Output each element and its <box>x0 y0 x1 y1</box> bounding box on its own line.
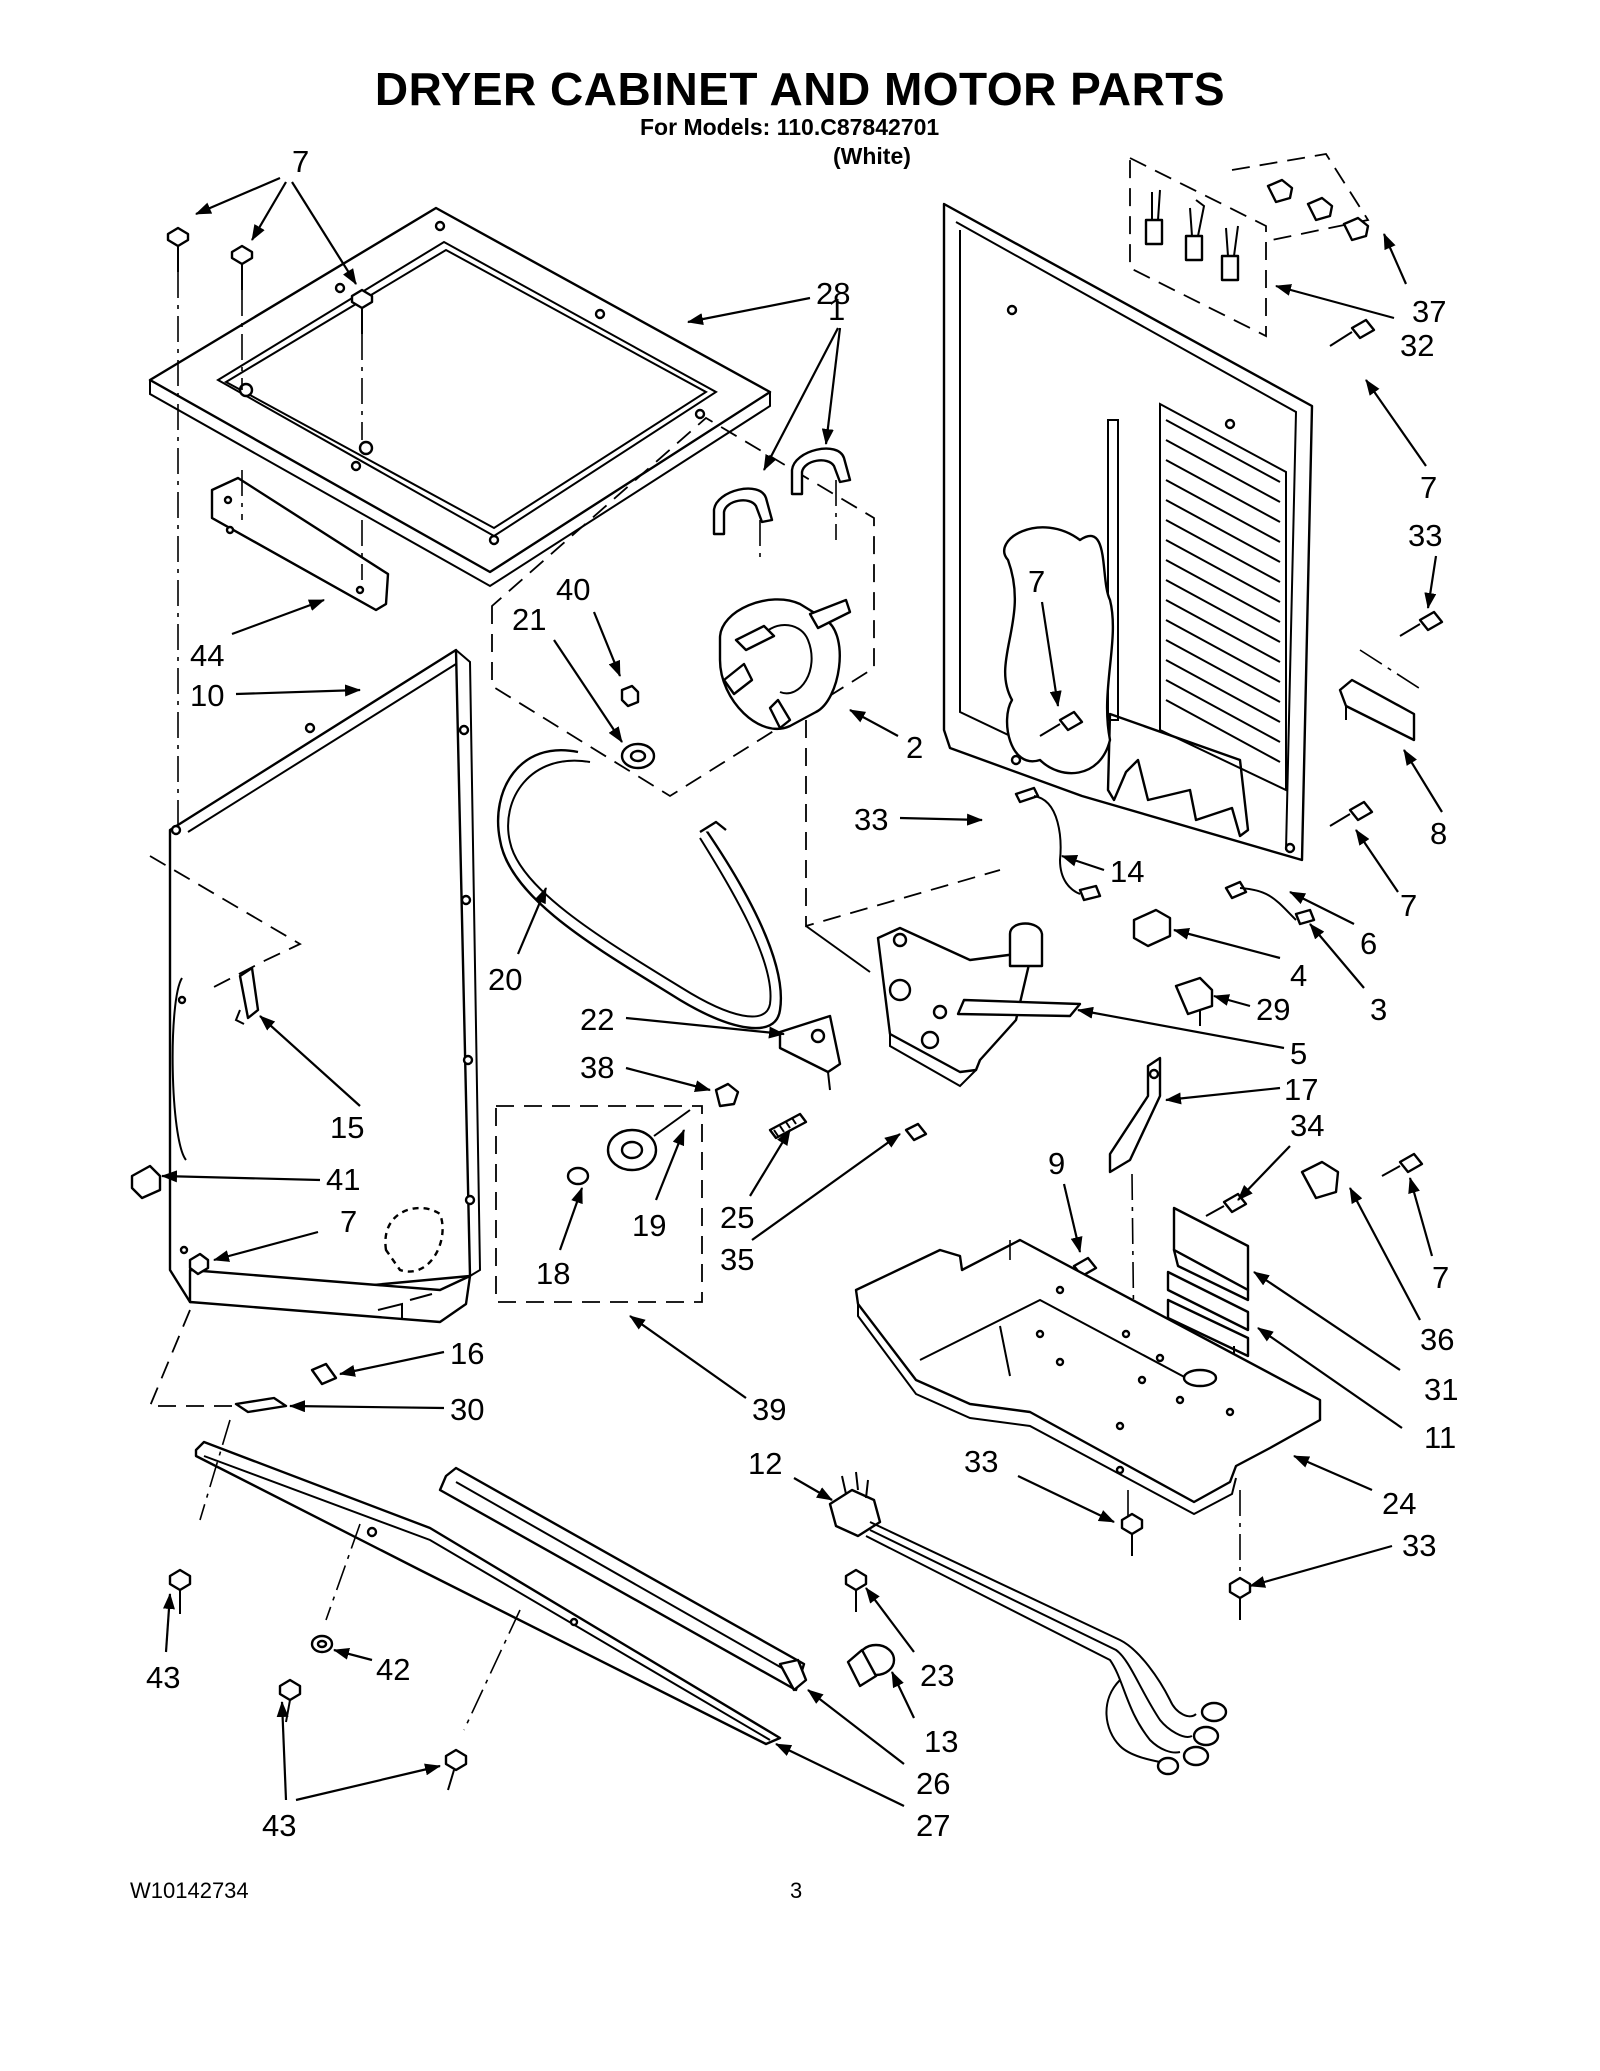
callout-13: 13 <box>924 1724 958 1759</box>
toe-panel <box>194 1440 782 1746</box>
callout-18: 18 <box>536 1256 570 1291</box>
top-panel <box>148 206 772 588</box>
base-bottom-screws <box>1120 1512 1252 1620</box>
bracket-17 <box>1108 1056 1162 1174</box>
callout-20: 20 <box>488 962 522 997</box>
callout-42: 42 <box>376 1652 410 1687</box>
callout-7-r1: 7 <box>1420 470 1437 505</box>
screw-7-top-group <box>166 226 374 334</box>
callout-17: 17 <box>1284 1072 1318 1107</box>
rear-bracket <box>210 476 390 612</box>
models-line: For Models: 110.C87842701 <box>640 114 940 140</box>
callout-23: 23 <box>920 1658 954 1693</box>
idler-screw <box>714 1082 928 1142</box>
callout-9: 9 <box>1048 1146 1065 1181</box>
callout-24: 24 <box>1382 1486 1416 1521</box>
page-title: DRYER CABINET AND MOTOR PARTS <box>374 63 1226 115</box>
motor-clamps <box>712 447 852 560</box>
power-cord <box>828 1471 1228 1776</box>
callout-29: 29 <box>1256 992 1290 1027</box>
callout-28: 28 <box>816 276 850 311</box>
callout-10: 10 <box>190 678 224 713</box>
callout-7: 7 <box>292 144 309 179</box>
strain-relief <box>844 1568 896 1688</box>
callout-11: 11 <box>1424 1420 1456 1455</box>
callout-43-b: 43 <box>262 1808 296 1843</box>
callout-34: 34 <box>1290 1108 1324 1143</box>
color-line: (White) <box>833 143 911 169</box>
callout-numbers: 7 28 1 37 32 7 33 40 21 7 44 10 2 8 33 1… <box>146 144 1458 1843</box>
callout-4: 4 <box>1290 958 1307 993</box>
wire-harnesses <box>1014 786 1316 926</box>
callout-39: 39 <box>752 1392 786 1427</box>
callout-21: 21 <box>512 602 546 637</box>
callout-43-a: 43 <box>146 1660 180 1695</box>
callout-35: 35 <box>720 1242 754 1277</box>
callout-27: 27 <box>916 1808 950 1843</box>
callout-15: 15 <box>330 1110 364 1145</box>
callout-22: 22 <box>580 1002 614 1037</box>
callout-30: 30 <box>450 1392 484 1427</box>
callout-41: 41 <box>326 1162 360 1197</box>
base-screws <box>168 1568 468 1791</box>
document-number: W10142734 <box>130 1878 249 1903</box>
terminal-block-assembly <box>1166 1160 1340 1410</box>
callout-31: 31 <box>1424 1372 1458 1407</box>
callout-37: 37 <box>1412 294 1446 329</box>
callout-26: 26 <box>916 1766 950 1801</box>
callout-40: 40 <box>556 572 590 607</box>
vent-bracket <box>1338 649 1423 742</box>
terminal-block-group <box>1129 153 1370 338</box>
callout-2: 2 <box>906 730 923 765</box>
idler-bearing-group <box>620 684 656 770</box>
callout-25: 25 <box>720 1200 754 1235</box>
drive-motor <box>718 598 852 730</box>
front-panel <box>168 648 482 1324</box>
dryer-base <box>854 1238 1322 1516</box>
callout-leaders <box>161 176 1443 1807</box>
bottom-clips <box>148 1309 338 1414</box>
callout-3: 3 <box>1370 992 1387 1027</box>
callout-12: 12 <box>748 1446 782 1481</box>
callout-14: 14 <box>1110 854 1144 889</box>
callout-19: 19 <box>632 1208 666 1243</box>
screws-right-side <box>1039 318 1444 827</box>
callout-33-b2: 33 <box>1402 1528 1436 1563</box>
callout-33-r1: 33 <box>1408 518 1442 553</box>
callout-7-r3: 7 <box>1432 1260 1449 1295</box>
front-clips <box>130 1164 210 1276</box>
callout-33-b1: 33 <box>964 1444 998 1479</box>
callout-8: 8 <box>1430 816 1447 851</box>
door-sensor <box>234 966 260 1025</box>
callout-7-panel: 7 <box>1028 564 1045 599</box>
drive-belt <box>496 749 783 1030</box>
callout-38: 38 <box>580 1050 614 1085</box>
idler-arm <box>778 1014 842 1091</box>
switch-and-clip <box>1132 908 1214 1026</box>
callout-5: 5 <box>1290 1036 1307 1071</box>
callout-33-mid: 33 <box>854 802 888 837</box>
idler-pulley <box>566 1109 691 1186</box>
rear-panel <box>942 202 1314 862</box>
callout-36: 36 <box>1420 1322 1454 1357</box>
base-support-rail <box>438 1466 808 1692</box>
motor-mount <box>805 922 1082 1088</box>
callout-7-left: 7 <box>340 1204 357 1239</box>
callout-16: 16 <box>450 1336 484 1371</box>
callout-7-r2: 7 <box>1400 888 1417 923</box>
page-number: 3 <box>790 1878 803 1903</box>
callout-32: 32 <box>1400 328 1434 363</box>
callout-1: 1 <box>828 292 845 327</box>
callout-6: 6 <box>1360 926 1377 961</box>
callout-44: 44 <box>190 638 224 673</box>
